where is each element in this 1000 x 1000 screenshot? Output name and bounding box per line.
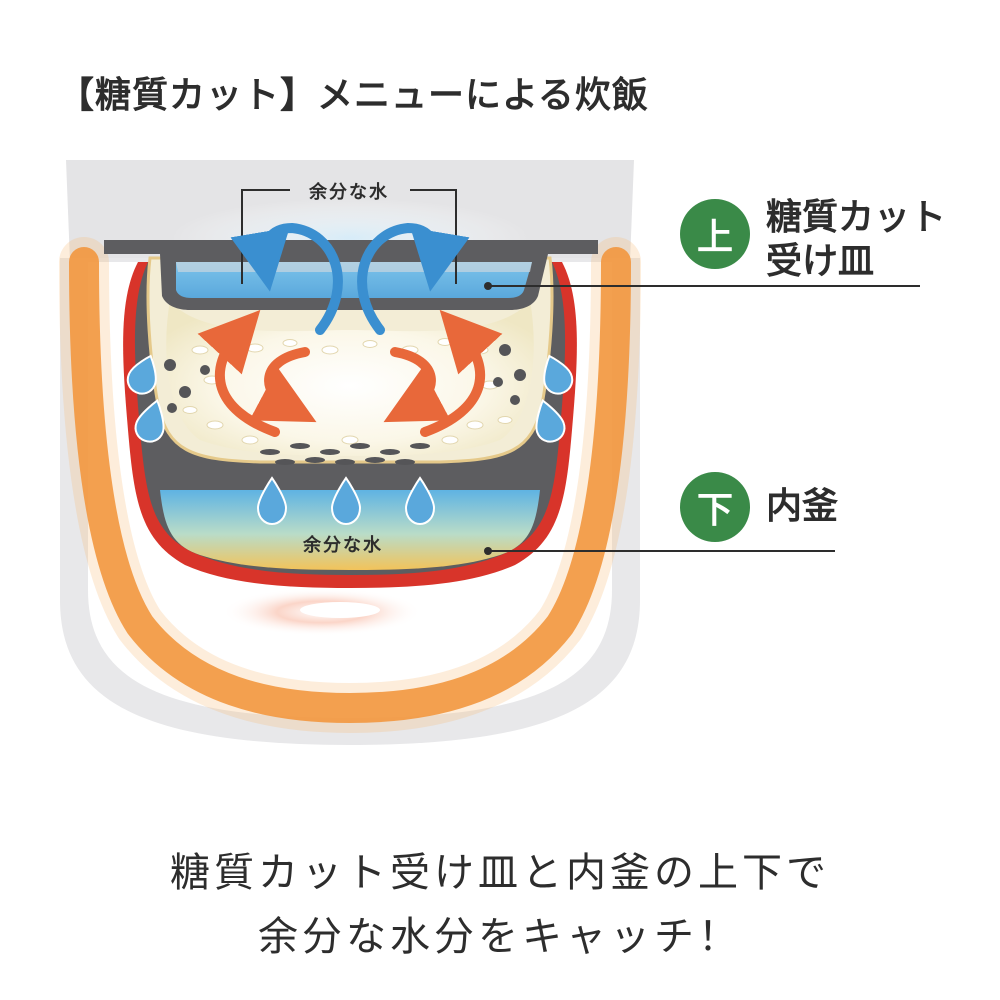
top-label-line2: 受け皿 xyxy=(766,241,875,282)
caption-line-2: 余分な水分をキャッチ！ xyxy=(258,914,742,960)
excess-water-bottom xyxy=(160,490,540,570)
heater-coil xyxy=(69,247,631,724)
bottom-badge: 下 xyxy=(680,472,750,542)
top-label-line1: 糖質カット xyxy=(766,197,947,238)
heat-arrows xyxy=(197,309,503,437)
starch-particles-bottom xyxy=(260,443,430,465)
page-title: 【糖質カット】メニューによる炊飯 xyxy=(58,75,649,116)
tray-rim xyxy=(104,240,598,254)
water-drops xyxy=(126,354,574,526)
caption-line-1: 糖質カット受け皿と内釜の上下で xyxy=(170,850,830,896)
steam-arrows xyxy=(230,222,470,335)
bottom-label-text: 内釜 xyxy=(766,486,839,527)
excess-water-top-label: 余分な水 xyxy=(308,181,389,203)
top-badge: 上 xyxy=(680,199,750,269)
top-label-text: 糖質カット 受け皿 xyxy=(766,196,946,284)
label-bottom: 下 内釜 xyxy=(680,472,838,542)
label-top: 上 糖質カット 受け皿 xyxy=(680,196,946,284)
pointer-lines xyxy=(488,285,920,552)
excess-water-bottom-label: 余分な水 xyxy=(302,534,383,556)
